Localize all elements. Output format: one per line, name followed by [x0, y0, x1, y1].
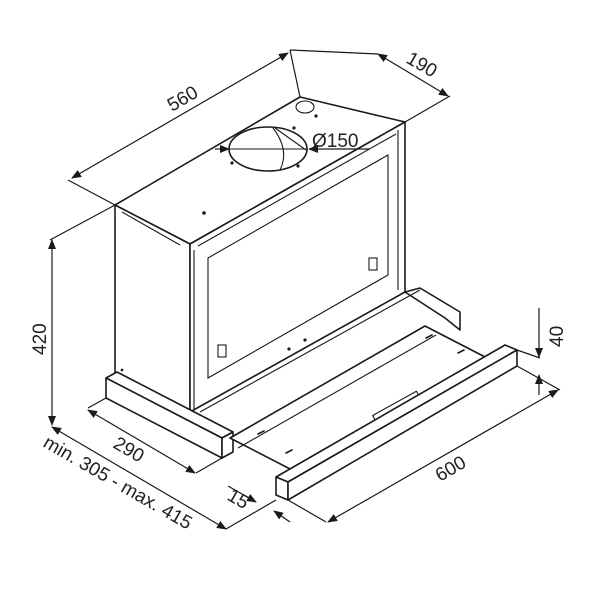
label-600: 600 — [432, 452, 470, 486]
screw-dot — [120, 368, 124, 372]
slot — [257, 430, 265, 435]
ext-line — [225, 499, 277, 530]
back-rail — [404, 287, 461, 331]
ext-line — [49, 204, 116, 241]
dim-190 — [377, 53, 449, 97]
dim-15-arrow — [227, 485, 257, 503]
dim-15-arrow — [273, 510, 291, 523]
dim-305-415 — [51, 426, 227, 530]
ext-line — [289, 49, 301, 98]
label-40: 40 — [547, 326, 568, 347]
front-visor-face — [275, 476, 289, 501]
duct-screw — [230, 161, 234, 165]
slot — [425, 334, 433, 339]
cable-hole — [295, 100, 315, 114]
label-560: 560 — [164, 82, 202, 116]
ext-line — [516, 349, 541, 359]
label-190: 190 — [403, 48, 441, 82]
ext-line — [289, 49, 379, 55]
front-inner-frame — [207, 154, 389, 379]
ext-line — [195, 457, 223, 474]
dim-600 — [327, 389, 559, 523]
duct-screw — [292, 126, 296, 130]
label-duct-diameter: Ø150 — [312, 131, 358, 152]
ext-line — [287, 499, 327, 523]
cable-screw — [314, 114, 318, 118]
slot — [457, 349, 465, 354]
ext-line — [67, 179, 116, 206]
drawer-back-edge — [199, 289, 421, 413]
dim-560 — [71, 52, 289, 179]
label-15: 15 — [224, 485, 253, 514]
top-trim — [121, 211, 181, 246]
screw-dot — [287, 347, 291, 351]
clip-left — [217, 344, 227, 358]
screw-dot — [202, 211, 206, 215]
screw-dot — [303, 338, 307, 342]
ext-line — [404, 95, 451, 123]
duct-screw — [296, 164, 300, 168]
top-trim — [197, 133, 397, 247]
dimension-lines — [48, 49, 561, 530]
label-420: 420 — [30, 323, 51, 355]
ext-line — [87, 397, 107, 409]
slot — [285, 449, 293, 454]
clip-right — [368, 257, 378, 271]
label-290: 290 — [110, 433, 148, 467]
